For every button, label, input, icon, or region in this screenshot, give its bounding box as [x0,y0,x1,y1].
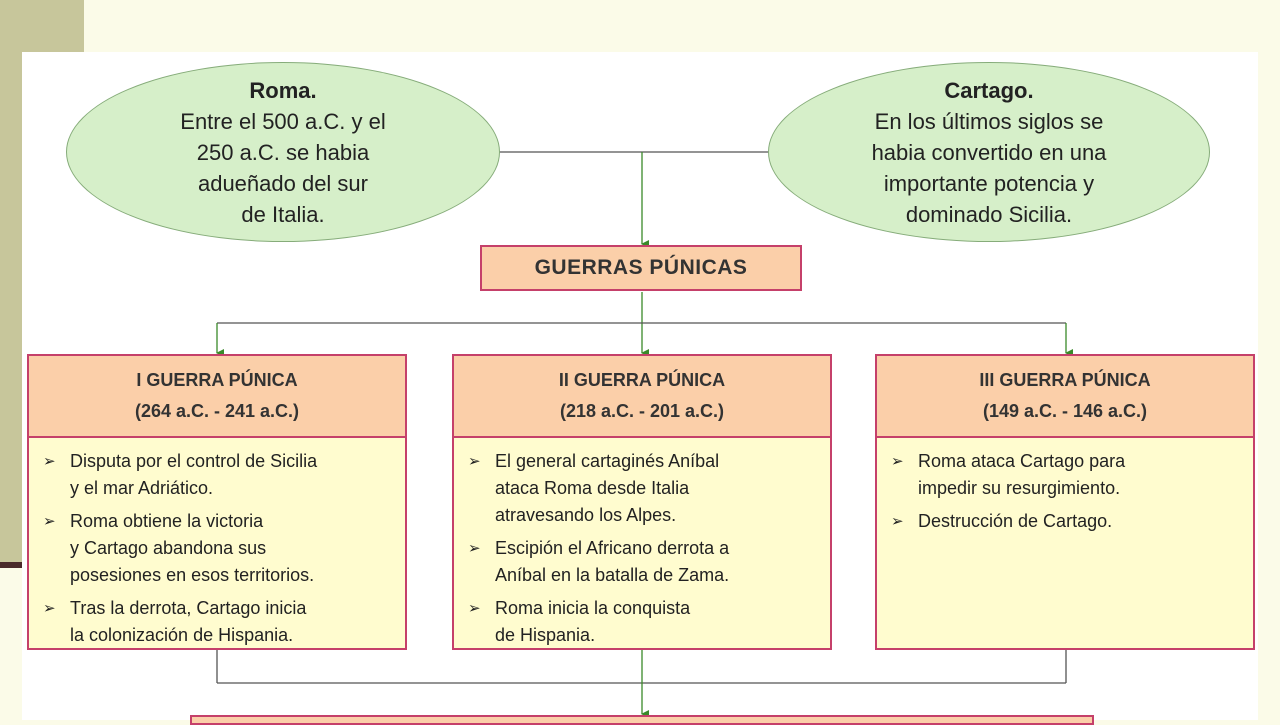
war-1-title: I GUERRA PÚNICA [136,370,298,390]
war-2-header: II GUERRA PÚNICA (218 a.C. - 201 a.C.) [454,356,830,438]
arrow-bullet-icon: ➢ [468,600,481,617]
war-1-header: I GUERRA PÚNICA (264 a.C. - 241 a.C.) [29,356,405,438]
list-item-text: Roma obtiene la victoria y Cartago aband… [70,511,315,585]
list-item: ➢ Roma ataca Cartago para impedir su resu… [891,448,1243,502]
arrow-bullet-icon: ➢ [468,540,481,557]
roma-ellipse: Roma. Entre el 500 a.C. y el 250 a.C. se… [66,62,500,242]
roma-title: Roma. [249,77,317,103]
list-item-text: Disputa por el control de Sicilia y el m… [70,451,318,498]
war-1-list: ➢ Disputa por el control de Sicilia y el … [29,438,405,649]
list-item: ➢ El general cartaginés Aníbal ataca Roma… [468,448,820,529]
arrow-bullet-icon: ➢ [891,453,904,470]
war-1-box: I GUERRA PÚNICA (264 a.C. - 241 a.C.) ➢ D… [27,354,407,650]
war-3-box: III GUERRA PÚNICA (149 a.C. - 146 a.C.) … [875,354,1255,650]
list-item-text: Escipión el Africano derrota a Aníbal en… [495,538,730,585]
arrow-bullet-icon: ➢ [43,513,56,530]
war-3-dates: (149 a.C. - 146 a.C.) [982,401,1148,421]
arrow-bullet-icon: ➢ [468,453,481,470]
left-decor-line [0,562,22,568]
war-2-list: ➢ El general cartaginés Aníbal ataca Roma… [454,438,830,649]
list-item: ➢ Tras la derrota, Cartago inicia la colo… [43,595,395,649]
list-item: ➢ Roma inicia la conquista de Hispania. [468,595,820,649]
bottom-result-box [190,715,1094,725]
war-2-dates: (218 a.C. - 201 a.C.) [559,401,725,421]
arrow-bullet-icon: ➢ [43,600,56,617]
guerras-punicas-box: GUERRAS PÚNICAS [480,245,802,291]
war-3-title: III GUERRA PÚNICA [979,370,1151,390]
war-1-dates: (264 a.C. - 241 a.C.) [134,401,300,421]
list-item: ➢ Escipión el Africano derrota a Aníbal e… [468,535,820,589]
cartago-ellipse: Cartago. En los últimos siglos se habia … [768,62,1210,242]
list-item-text: Roma inicia la conquista de Hispania. [495,598,691,645]
war-3-list: ➢ Roma ataca Cartago para impedir su resu… [877,438,1253,535]
war-3-header: III GUERRA PÚNICA (149 a.C. - 146 a.C.) [877,356,1253,438]
war-2-box: II GUERRA PÚNICA (218 a.C. - 201 a.C.) ➢… [452,354,832,650]
list-item: ➢ Disputa por el control de Sicilia y el … [43,448,395,502]
list-item: ➢ Destrucción de Cartago. [891,508,1243,535]
arrow-bullet-icon: ➢ [891,513,904,530]
list-item: ➢ Roma obtiene la victoria y Cartago aban… [43,508,395,589]
list-item-text: Roma ataca Cartago para impedir su resur… [918,451,1126,498]
arrow-bullet-icon: ➢ [43,453,56,470]
list-item-text: Destrucción de Cartago. [918,511,1113,531]
cartago-title: Cartago. [944,77,1034,103]
list-item-text: El general cartaginés Aníbal ataca Roma … [495,451,720,525]
war-2-title: II GUERRA PÚNICA [558,370,726,390]
list-item-text: Tras la derrota, Cartago inicia la colon… [70,598,307,645]
cartago-text: En los últimos siglos se habia convertid… [871,108,1107,227]
roma-text: Entre el 500 a.C. y el 250 a.C. se habia… [180,108,386,227]
